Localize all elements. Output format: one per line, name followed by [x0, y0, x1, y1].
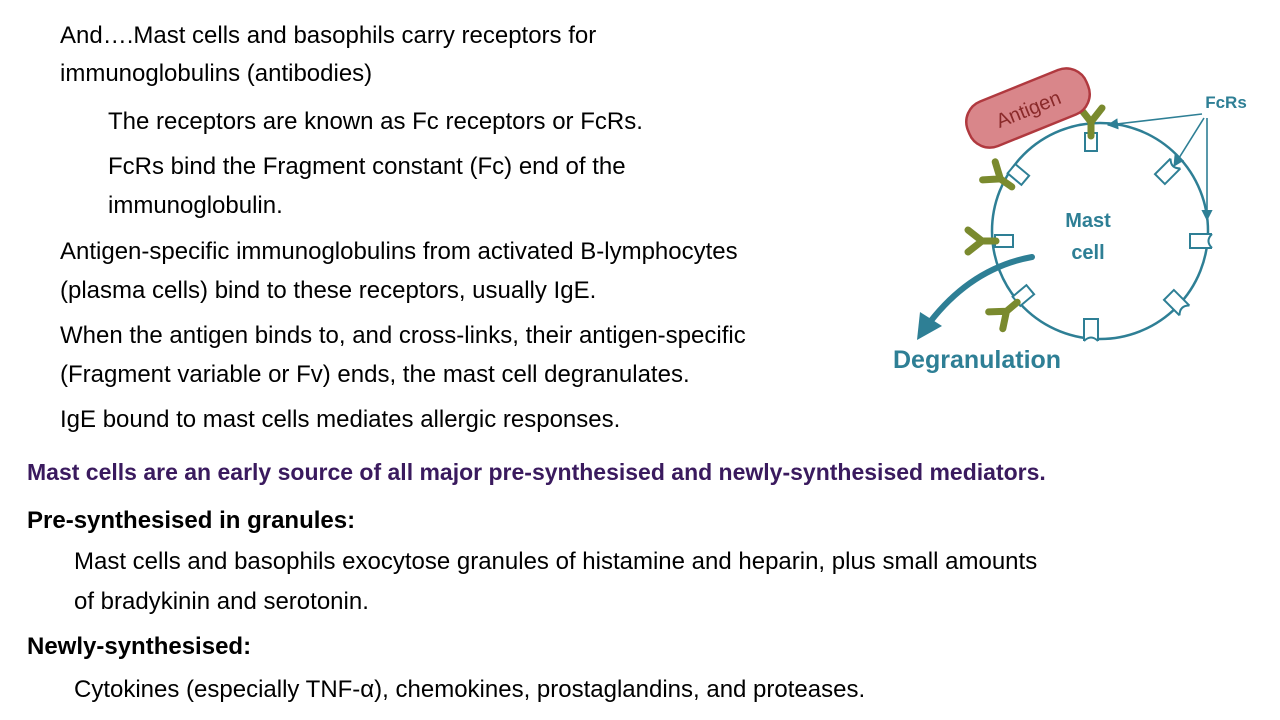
antigen-para-line-1: Antigen-specific immunoglobulins from ac…	[60, 238, 738, 265]
fcrs-pointer-arrow	[1173, 117, 1205, 167]
fc-receptor-upper-left	[1006, 162, 1031, 187]
fcrs-pointer-arrow	[1106, 113, 1203, 130]
mast-cell-label-line-1: Mast	[1065, 210, 1111, 232]
pre-synthesised-line-2: of bradykinin and serotonin.	[74, 588, 369, 615]
newly-synthesised-heading: Newly-synthesised:	[27, 633, 252, 660]
fc-receptor-empty	[1162, 288, 1191, 317]
antigen-capsule: Antigen	[965, 67, 1091, 149]
highlight-statement: Mast cells are an early source of all ma…	[27, 459, 1046, 485]
antibody-icon	[985, 298, 1021, 333]
fc-receptor-empty	[1189, 233, 1213, 249]
newly-synthesised-text: Cytokines (especially TNF-α), chemokines…	[74, 676, 866, 703]
crosslink-para-line-1: When the antigen binds to, and cross-lin…	[60, 322, 746, 349]
fc-receptor-empty	[1083, 318, 1099, 342]
antibody-icon	[964, 226, 1000, 256]
pre-synthesised-line-1: Mast cells and basophils exocytose granu…	[74, 548, 1038, 575]
mast-cell-membrane	[990, 121, 1210, 341]
antigen-para-line-2: (plasma cells) bind to these receptors, …	[60, 277, 597, 304]
pre-synthesised-heading: Pre-synthesised in granules:	[27, 507, 356, 534]
fcrs-bind-line-2: immunoglobulin.	[108, 192, 283, 219]
fcrs-label: FcRs	[1205, 93, 1247, 112]
intro-line-2: immunoglobulins (antibodies)	[60, 60, 373, 87]
antibody-icon	[979, 158, 1016, 191]
mast-cell-label-line-2: cell	[1071, 242, 1104, 264]
mast-cell-diagram: Antigen FcRs Mast cell Degranulation	[893, 67, 1247, 374]
degranulation-label: Degranulation	[893, 346, 1061, 374]
degranulation-arrow	[927, 254, 1035, 325]
fcrs-bind-line-1: FcRs bind the Fragment constant (Fc) end…	[108, 153, 626, 180]
intro-line-1: And….Mast cells and basophils carry rece…	[60, 22, 597, 49]
fc-receptors-text: The receptors are known as Fc receptors …	[108, 108, 643, 135]
degranulation-arrowhead	[917, 312, 942, 340]
crosslink-para-line-2: (Fragment variable or Fv) ends, the mast…	[60, 361, 690, 388]
ige-para: IgE bound to mast cells mediates allergi…	[60, 406, 621, 433]
